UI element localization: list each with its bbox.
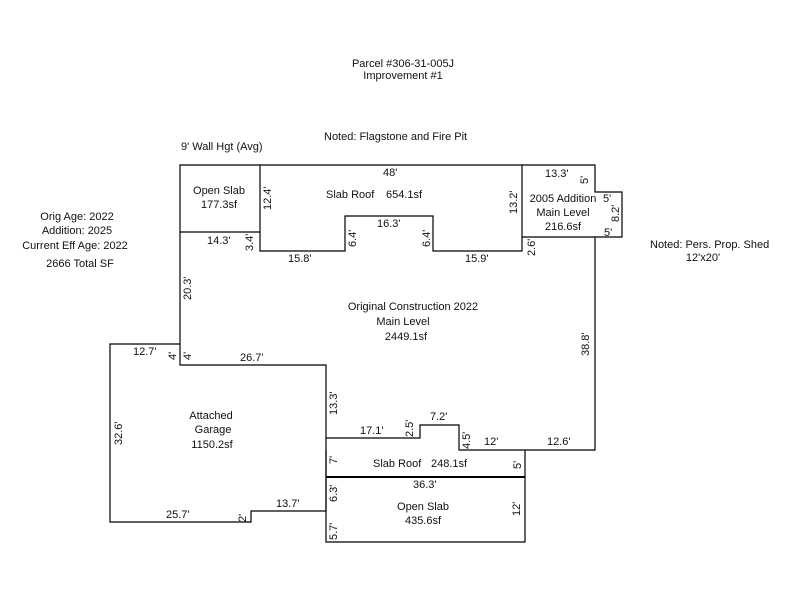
dim-5-7: 5.7' — [328, 522, 340, 540]
dim-15-8: 15.8' — [288, 253, 312, 265]
open-slab-bottom-name: Open Slab — [397, 501, 449, 513]
note-shed: Noted: Pers. Prop. Shed — [650, 239, 770, 251]
original-level: Main Level — [376, 316, 430, 328]
dim-13-2: 13.2' — [508, 190, 520, 214]
dim-top-48: 48' — [383, 167, 398, 179]
note-shed-size: 12'x20' — [685, 252, 721, 264]
slab-roof-bottom-outline — [325, 450, 526, 478]
addition-year: Addition: 2025 — [41, 225, 113, 237]
dim-5-addition-c: 5' — [604, 227, 613, 239]
open-slab-bottom-sf: 435.6sf — [404, 515, 442, 527]
dim-6-3: 6.3' — [328, 484, 340, 502]
dim-2: 2' — [237, 513, 249, 522]
dim-14-3: 14.3' — [207, 235, 231, 247]
dim-15-9: 15.9' — [465, 253, 489, 265]
slab-roof-top-sf: 654.1sf — [386, 189, 423, 201]
garage-name: Attached — [189, 410, 233, 422]
dim-12-4: 12.4' — [262, 186, 274, 210]
dim-12-6: 12.6' — [547, 436, 571, 448]
dim-8-2: 8.2' — [610, 204, 622, 222]
slab-roof-top-outline — [259, 164, 523, 252]
dim-7-2: 7.2' — [430, 411, 448, 423]
dim-20-3: 20.3' — [182, 276, 194, 300]
orig-age: Orig Age: 2022 — [40, 211, 114, 223]
dim-4-b: 4' — [182, 351, 194, 360]
dim-12-bottom: 12' — [511, 501, 523, 516]
dim-7: 7' — [328, 455, 340, 464]
dim-26-7: 26.7' — [240, 352, 264, 364]
slab-roof-bottom-sf: 248.1sf — [431, 458, 468, 470]
dim-16-3: 16.3' — [377, 218, 401, 230]
original-name: Original Construction 2022 — [347, 301, 479, 313]
dim-13-7: 13.7' — [276, 498, 300, 510]
garage-name-2: Garage — [194, 424, 232, 436]
addition-sf: 216.6sf — [544, 221, 582, 233]
note-flagstone: Noted: Flagstone and Fire Pit — [324, 131, 468, 143]
dim-25-7: 25.7' — [166, 509, 190, 521]
dim-13-3-garage: 13.3' — [328, 391, 340, 415]
improvement-number: Improvement #1 — [363, 70, 443, 82]
dim-36-3: 36.3' — [413, 479, 437, 491]
dim-17-1: 17.1' — [360, 425, 384, 437]
dim-13-3-addition: 13.3' — [545, 168, 569, 180]
dim-4-5: 4.5' — [461, 431, 473, 449]
slab-roof-top-name: Slab Roof — [326, 189, 375, 201]
parcel-number: Parcel #306-31-005J — [351, 58, 455, 70]
dim-5-addition-b: 5' — [603, 193, 612, 205]
dim-4-a: 4' — [167, 351, 179, 360]
addition-name: 2005 Addition — [529, 193, 597, 205]
dim-6-4-a: 6.4' — [347, 229, 359, 247]
dim-12-7: 12.7' — [133, 346, 157, 358]
dim-5-addition-a: 5' — [579, 175, 591, 184]
dim-6-4-b: 6.4' — [421, 229, 433, 247]
open-slab-top-name: Open Slab — [193, 185, 245, 197]
original-construction-outline — [179, 232, 596, 451]
open-slab-bottom-outline — [325, 477, 526, 543]
slab-roof-bottom-name: Slab Roof — [373, 458, 422, 470]
original-sf: 2449.1sf — [384, 331, 428, 343]
total-sf: 2666 Total SF — [46, 258, 114, 270]
dim-12: 12' — [484, 436, 499, 448]
effective-age: Current Eff Age: 2022 — [22, 240, 128, 252]
dim-2-5: 2.5' — [404, 419, 416, 437]
wall-height-note: 9' Wall Hgt (Avg) — [181, 141, 263, 153]
open-slab-top-sf: 177.3sf — [200, 199, 238, 211]
dim-38-8: 38.8' — [580, 332, 592, 356]
dim-3-4: 3.4' — [244, 233, 256, 251]
dim-32-6: 32.6' — [113, 421, 125, 445]
garage-sf: 1150.2sf — [191, 439, 233, 451]
dim-2-6: 2.6' — [526, 238, 538, 256]
dim-5-bottom: 5' — [512, 460, 524, 469]
addition-level: Main Level — [536, 207, 590, 219]
